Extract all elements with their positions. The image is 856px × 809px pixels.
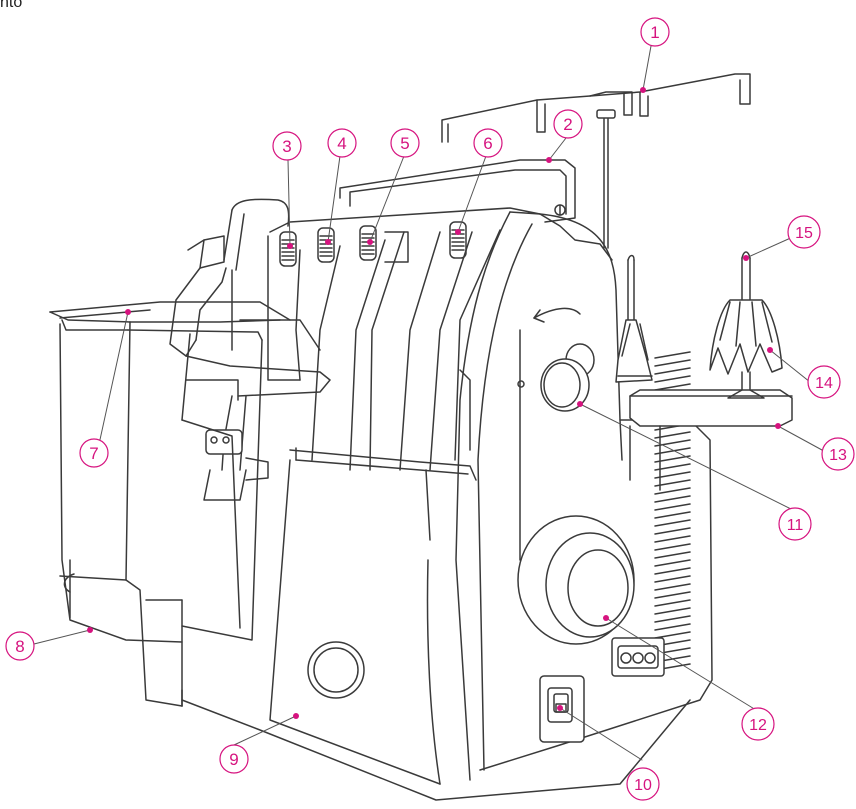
callout-4: 4 [328, 129, 356, 157]
callout-9-label: 9 [229, 750, 238, 769]
work-table [50, 302, 290, 640]
callout-11: 11 [779, 508, 811, 540]
thread-guide-antenna [442, 74, 750, 248]
upper-body [340, 160, 575, 222]
callout-8: 8 [6, 632, 34, 660]
callout-13-label: 13 [829, 447, 847, 464]
callout-13: 13 [822, 438, 854, 470]
trim-bin [60, 324, 182, 706]
callout-4-label: 4 [337, 134, 346, 153]
callout-1: 1 [641, 18, 669, 46]
rear-spool-holder [616, 256, 652, 383]
callout-2-label: 2 [563, 115, 572, 134]
tension-dial-4 [450, 222, 466, 258]
callout-3-label: 3 [282, 137, 291, 156]
callout-10-label: 10 [634, 777, 652, 794]
callout-7: 7 [80, 439, 108, 467]
caption-fragment: nto [0, 0, 22, 12]
callout-5-label: 5 [400, 134, 409, 153]
upper-looper-arm [170, 199, 330, 400]
callout-14-label: 14 [815, 375, 833, 392]
tension-dial-1 [280, 232, 296, 266]
callout-15-label: 15 [795, 225, 813, 242]
callout-12-label: 12 [749, 717, 767, 734]
callout-7-label: 7 [89, 444, 98, 463]
callout-6-label: 6 [483, 134, 492, 153]
callout-12: 12 [742, 708, 774, 740]
callout-10: 10 [627, 768, 659, 800]
callout-11-label: 11 [787, 517, 804, 534]
callout-14: 14 [808, 366, 840, 398]
differential-feed-knob [518, 344, 594, 411]
callout-15: 15 [788, 216, 820, 248]
callout-2: 2 [554, 110, 582, 138]
tension-dial-2 [318, 228, 334, 262]
callout-6: 6 [474, 129, 502, 157]
callout-9: 9 [220, 745, 248, 773]
tension-panel [268, 208, 612, 470]
power-socket [612, 638, 664, 676]
spool-cone [710, 252, 782, 398]
callout-1-label: 1 [650, 23, 659, 42]
callout-5: 5 [391, 129, 419, 157]
callout-3: 3 [273, 132, 301, 160]
callout-8-label: 8 [15, 637, 24, 656]
